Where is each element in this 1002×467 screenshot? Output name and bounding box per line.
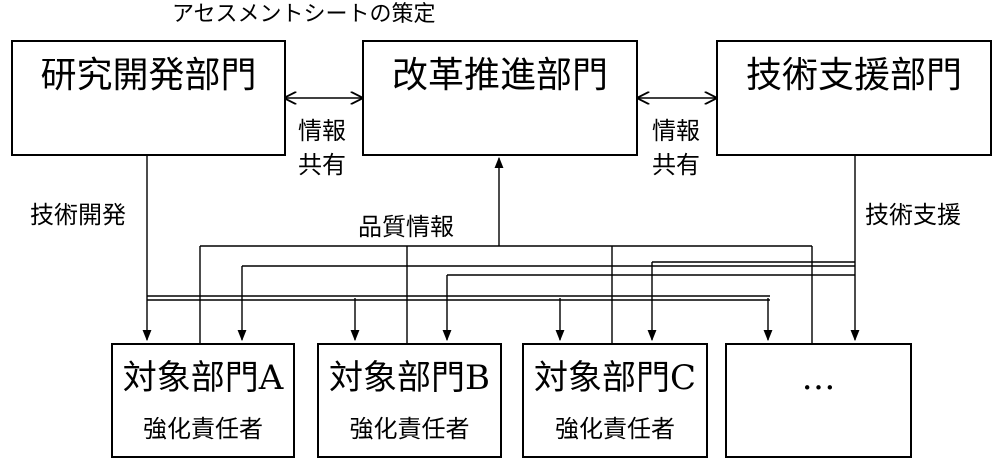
quality-info-label: 品質情報 <box>358 213 454 241</box>
target-division-a-manager: 強化責任者 <box>143 415 263 443</box>
target-division-b-box: 対象部門B 強化責任者 <box>317 343 502 458</box>
target-division-c-manager: 強化責任者 <box>555 415 675 443</box>
research-division-box: 研究開発部門 <box>11 40 286 156</box>
reform-division-box: 改革推進部門 <box>362 40 638 156</box>
info-share-left-line1: 情報 <box>298 117 346 145</box>
info-share-left-line2: 共有 <box>298 151 346 179</box>
quality-info-lines <box>199 156 813 343</box>
info-share-left-label: 情報 共有 <box>298 114 346 182</box>
info-share-right-line1: 情報 <box>652 117 700 145</box>
target-division-b-manager: 強化責任者 <box>349 415 470 443</box>
tech-dev-label: 技術開発 <box>30 201 126 229</box>
tech-support-label: 技術支援 <box>865 201 961 229</box>
info-share-right-label: 情報 共有 <box>652 114 700 182</box>
target-division-a-title: 対象部門A <box>122 358 284 398</box>
info-share-right-line2: 共有 <box>652 151 700 179</box>
tech-support-division-title: 技術支援部門 <box>745 55 962 96</box>
target-division-more-box: … <box>725 343 912 458</box>
tech-support-lines <box>237 155 860 342</box>
tech-support-division-box: 技術支援部門 <box>716 40 992 156</box>
target-division-c-title: 対象部門C <box>533 358 696 398</box>
target-division-c-box: 対象部門C 強化責任者 <box>522 343 708 458</box>
research-division-title: 研究開発部門 <box>40 55 257 96</box>
target-division-b-title: 対象部門B <box>329 358 490 398</box>
tech-dev-lines <box>142 155 773 342</box>
reform-division-title: 改革推進部門 <box>391 55 608 96</box>
ellipsis-label: … <box>801 358 836 398</box>
assessment-sheet-caption: アセスメントシートの策定 <box>172 2 436 27</box>
target-division-a-box: 対象部門A 強化責任者 <box>111 343 295 458</box>
